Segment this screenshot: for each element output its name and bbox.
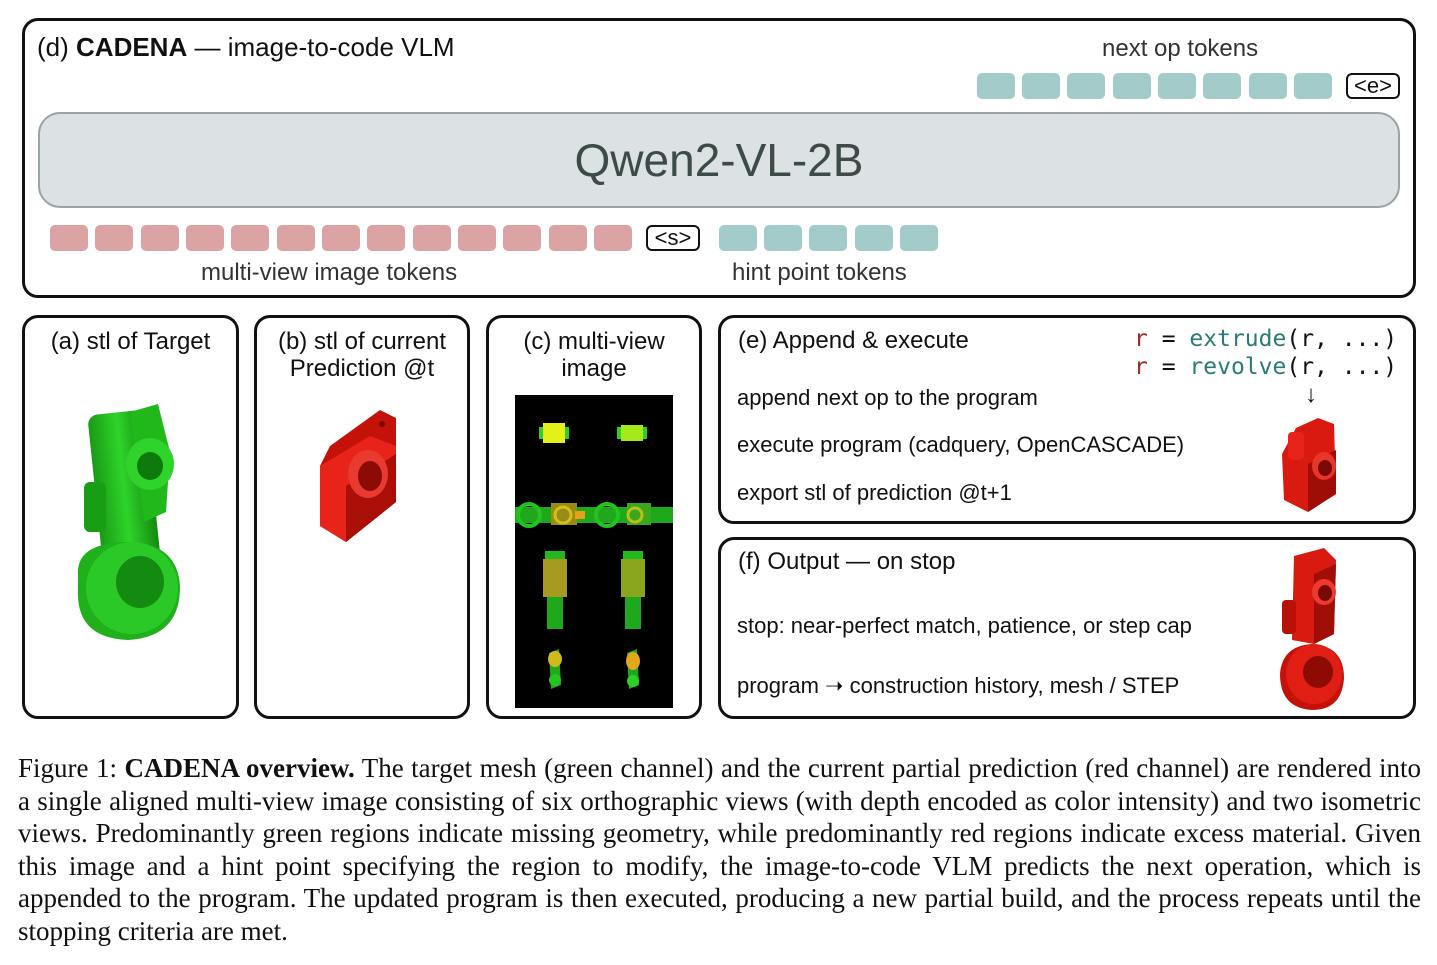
panel-c-title: (c) multi-view image xyxy=(486,328,702,382)
caption-figure-label: Figure 1: xyxy=(18,753,117,783)
image-token xyxy=(141,225,179,251)
next-op-token xyxy=(1113,73,1151,99)
panel-d-title: (d) CADENA — image-to-code VLM xyxy=(37,32,455,63)
code-var: r xyxy=(1134,354,1148,380)
next-op-token xyxy=(1249,73,1287,99)
image-token xyxy=(458,225,496,251)
image-token-row: <s> xyxy=(50,225,940,253)
model-block: Qwen2-VL-2B xyxy=(38,112,1400,208)
panel-f-title: (f) Output — on stop xyxy=(738,548,956,575)
caption-bold-title: CADENA overview. xyxy=(124,753,355,783)
hint-token xyxy=(809,225,847,251)
hint-token xyxy=(764,225,802,251)
code-fn-revolve: revolve xyxy=(1189,354,1287,380)
code-eq: = xyxy=(1147,354,1190,380)
image-token xyxy=(186,225,224,251)
down-arrow-icon: ↓ xyxy=(1305,381,1317,408)
code-line-extrude: r = extrude(r, ...) xyxy=(1134,326,1397,352)
code-args: (r, ...) xyxy=(1286,326,1398,352)
image-token xyxy=(413,225,451,251)
next-op-token xyxy=(1158,73,1196,99)
green-target-mesh-icon xyxy=(77,404,180,640)
code-line-revolve: r = revolve(r, ...) xyxy=(1134,354,1397,380)
image-token xyxy=(503,225,541,251)
step-export: export stl of prediction @t+1 xyxy=(737,480,1012,505)
code-eq: = xyxy=(1147,326,1190,352)
hint-tokens-label: hint point tokens xyxy=(732,259,907,286)
figure-caption: Figure 1: CADENA overview. The target me… xyxy=(18,752,1421,947)
code-args: (r, ...) xyxy=(1286,354,1398,380)
start-token: <s> xyxy=(646,225,700,251)
stop-criteria-text: stop: near-perfect match, patience, or s… xyxy=(737,613,1192,638)
panel-c-title-line1: (c) multi-view xyxy=(523,328,665,355)
red-prediction-mesh-icon xyxy=(320,410,396,542)
hint-token xyxy=(855,225,893,251)
next-op-token xyxy=(1203,73,1241,99)
image-token xyxy=(322,225,360,251)
image-token xyxy=(95,225,133,251)
panel-c-title-line2: image xyxy=(561,355,627,382)
image-tokens-label: multi-view image tokens xyxy=(201,259,458,286)
end-token: <e> xyxy=(1346,73,1400,99)
next-op-token-row: <e> xyxy=(977,73,1401,101)
image-token xyxy=(50,225,88,251)
panel-b-title: (b) stl of current Prediction @t xyxy=(254,328,470,382)
image-token xyxy=(549,225,587,251)
red-final-mesh-icon xyxy=(1280,548,1344,710)
image-token xyxy=(231,225,269,251)
next-op-token xyxy=(1022,73,1060,99)
panel-a-title: (a) stl of Target xyxy=(50,328,211,355)
right-arrow-icon: ➝ xyxy=(825,673,844,698)
panel-b-title-line2: Prediction @t xyxy=(289,355,435,382)
image-token xyxy=(277,225,315,251)
model-name: Qwen2-VL-2B xyxy=(574,134,864,186)
next-op-tokens-label: next op tokens xyxy=(1102,35,1259,62)
hint-token xyxy=(719,225,757,251)
red-next-prediction-mesh-icon xyxy=(1282,418,1336,512)
image-token xyxy=(594,225,632,251)
hint-token xyxy=(900,225,938,251)
image-token xyxy=(367,225,405,251)
step-execute: execute program (cadquery, OpenCASCADE) xyxy=(737,432,1185,457)
next-op-token xyxy=(1067,73,1105,99)
code-fn-extrude: extrude xyxy=(1189,326,1287,352)
step-append: append next op to the program xyxy=(737,385,1038,410)
next-op-token xyxy=(1294,73,1332,99)
output-description: construction history, mesh / STEP xyxy=(849,673,1180,698)
output-text: program ➝ construction history, mesh / S… xyxy=(737,673,1179,699)
panel-d-title-suffix: — image-to-code VLM xyxy=(194,32,455,62)
panel-b-title-line1: (b) stl of current xyxy=(277,328,447,355)
panel-d-title-prefix: (d) xyxy=(37,32,69,62)
panel-d-title-bold: CADENA xyxy=(76,32,188,62)
next-op-token xyxy=(977,73,1015,99)
caption-body: The target mesh (green channel) and the … xyxy=(18,753,1422,946)
output-prefix: program xyxy=(737,673,819,698)
multi-view-image xyxy=(515,395,673,708)
panel-e-title: (e) Append & execute xyxy=(738,327,969,354)
code-var: r xyxy=(1134,326,1148,352)
